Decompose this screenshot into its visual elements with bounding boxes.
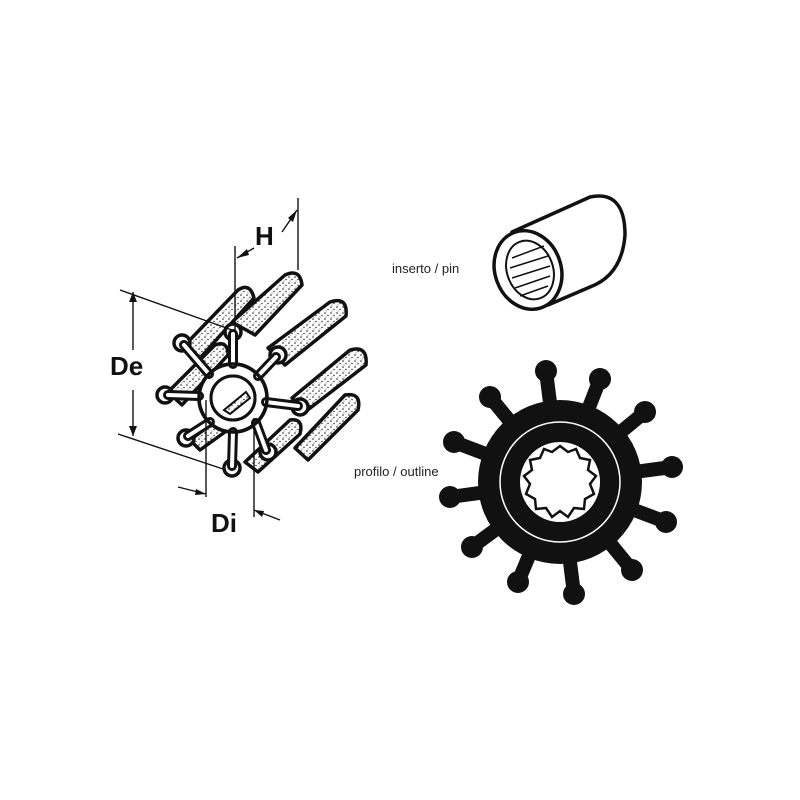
outline-blade-tips — [439, 360, 683, 605]
dimension-arrowheads — [129, 210, 297, 517]
dim-label-de: De — [110, 351, 143, 381]
insert-pin — [492, 194, 627, 311]
dim-de-ext-bottom — [117, 433, 227, 471]
callout-outline: profilo / outline — [354, 464, 439, 479]
vane-back-5 — [290, 347, 368, 414]
dim-label-di: Di — [211, 508, 237, 538]
dim-label-h: H — [255, 221, 274, 251]
insert-spline-lines — [509, 245, 551, 297]
outline-impeller — [439, 360, 683, 605]
vane-back-1 — [230, 271, 304, 337]
vane-back-3 — [266, 298, 348, 367]
outline-spline — [522, 444, 598, 519]
callout-insert: inserto / pin — [392, 261, 459, 276]
vane-back-2 — [183, 285, 256, 360]
isometric-impeller — [155, 271, 368, 478]
vane-back-6 — [293, 392, 361, 462]
outline-hub-ring — [499, 421, 621, 543]
dim-de-ext-top — [119, 289, 233, 331]
